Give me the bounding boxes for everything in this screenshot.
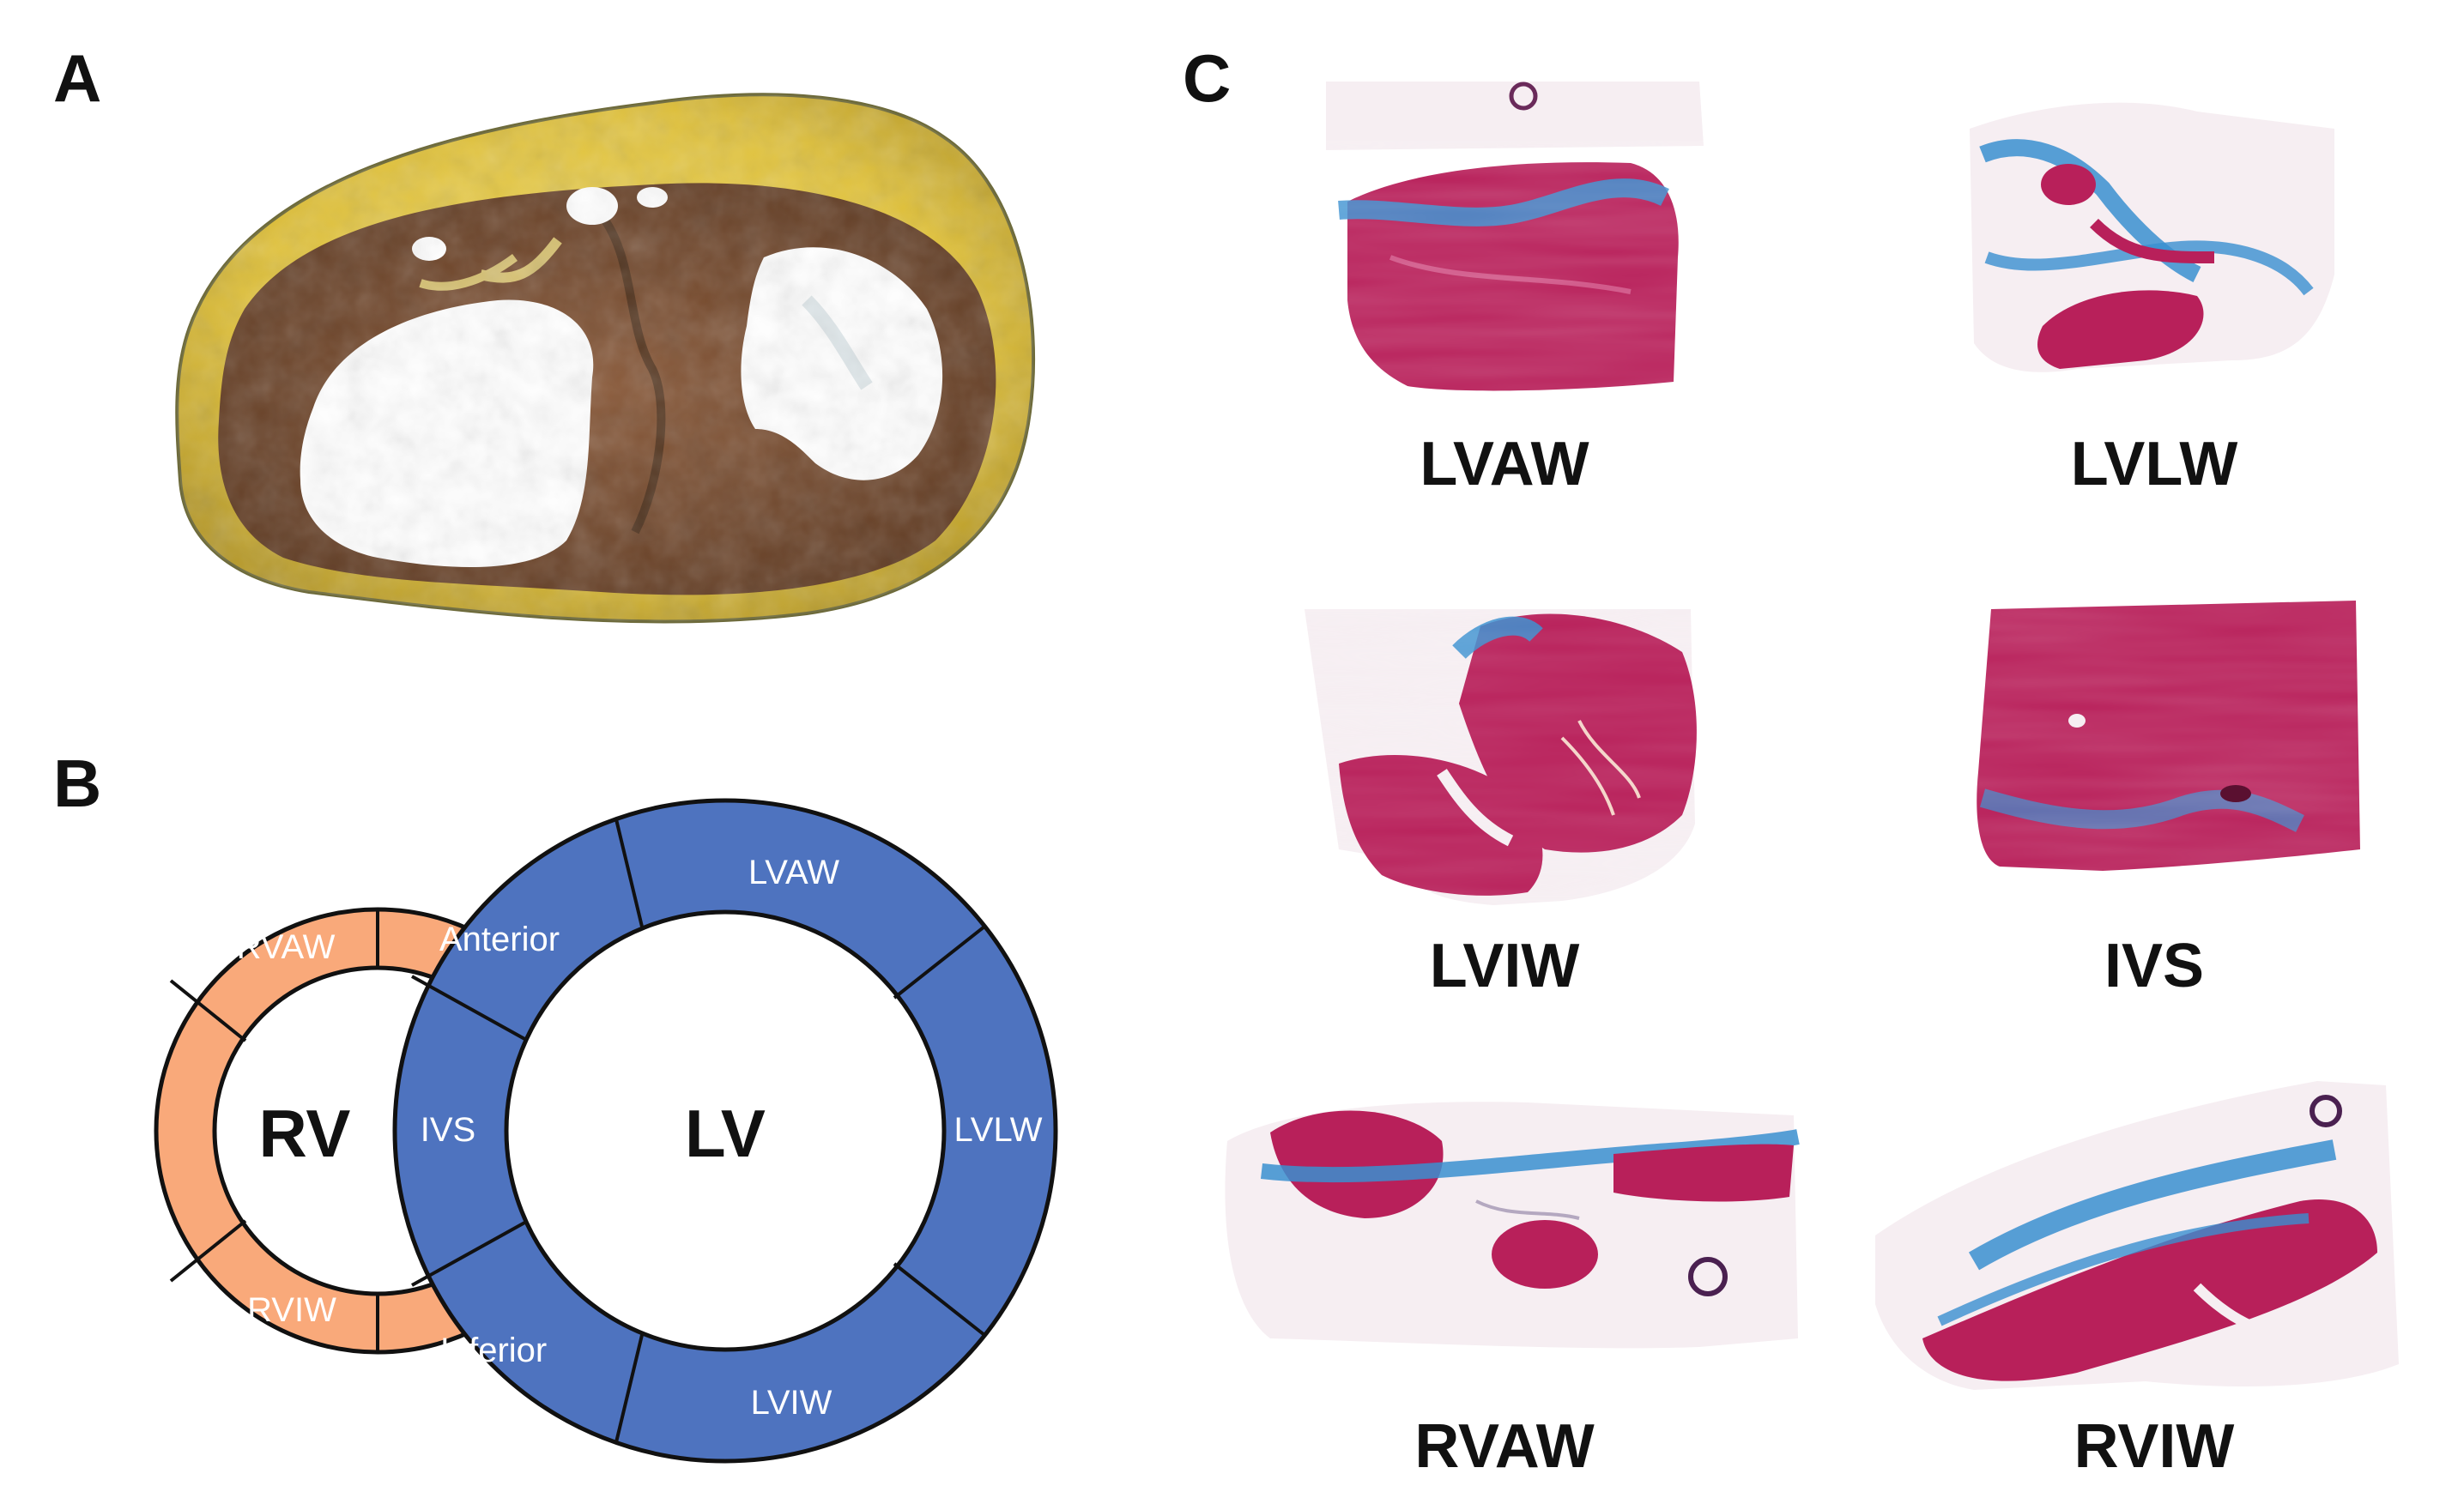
- histology-label-rvaw: RVAW: [1414, 1412, 1594, 1481]
- histology-label-lvlw: LVLW: [2071, 430, 2238, 498]
- rv-label: RV: [259, 1096, 351, 1171]
- histology-rviw: [1875, 1081, 2399, 1390]
- histology-lvlw: [1970, 102, 2334, 372]
- panel-label-c: C: [1183, 40, 1232, 116]
- histology-label-rviw: RVIW: [2074, 1412, 2235, 1481]
- ventricle-diagram: RV LV RVAW RVIW Anterior LVAW IVS LVLW I…: [154, 798, 1058, 1464]
- panel-label-b: B: [53, 746, 102, 821]
- panel-label-a: A: [53, 40, 102, 116]
- histology-lvaw: [1326, 82, 1704, 391]
- histology-rvaw: [1225, 1102, 1800, 1349]
- segment-label-rviw: RVIW: [247, 1291, 336, 1329]
- histology-ivs: [1974, 601, 2364, 875]
- segment-label-anterior: Anterior: [439, 921, 560, 958]
- segment-label-ivs: IVS: [421, 1111, 475, 1149]
- histology-lviw: [1305, 609, 1699, 905]
- segment-label-inferior: Inferior: [440, 1332, 548, 1369]
- segment-label-lvaw: LVAW: [748, 854, 839, 891]
- segment-label-lviw: LVIW: [751, 1384, 832, 1422]
- histology-label-lviw: LVIW: [1430, 932, 1580, 1000]
- heart-section-photo: [175, 93, 1035, 624]
- lv-label: LV: [685, 1096, 766, 1171]
- histology-label-ivs: IVS: [2104, 932, 2204, 1000]
- histology-label-lvaw: LVAW: [1420, 430, 1589, 498]
- segment-label-rvaw: RVAW: [237, 928, 336, 966]
- segment-label-lvlw: LVLW: [954, 1111, 1043, 1149]
